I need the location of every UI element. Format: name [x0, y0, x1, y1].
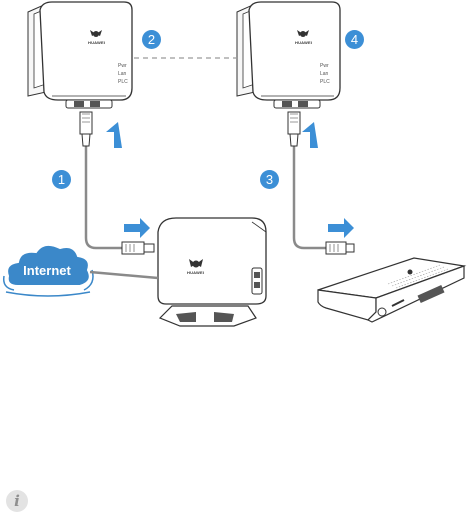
- led-label-power: Pwr: [118, 63, 127, 69]
- led-label-lan: Lan: [320, 71, 329, 77]
- led-labels-right-adapter: Pwr Lan PLC: [320, 62, 330, 86]
- ethernet-cable-right: [287, 111, 355, 255]
- huawei-logo-icon: [90, 30, 102, 37]
- set-top-box: [317, 257, 467, 323]
- led-label-power: Pwr: [320, 63, 329, 69]
- huawei-logo-icon: [189, 259, 203, 268]
- arrow-right-right-icon: [328, 218, 354, 238]
- powerline-adapter-right: [236, 1, 341, 109]
- router-device: [157, 217, 267, 327]
- arrow-right-left-icon: [124, 218, 150, 238]
- info-icon: i: [6, 490, 28, 512]
- internet-label: Internet: [23, 263, 71, 278]
- ethernet-cable-left: [79, 111, 155, 255]
- huawei-logo-icon: [297, 30, 309, 37]
- led-label-plc: PLC: [320, 79, 330, 85]
- step-badge-3: 3: [260, 170, 279, 189]
- brand-label-router: HUAWEI: [187, 270, 205, 275]
- led-label-lan: Lan: [118, 71, 127, 77]
- step-badge-2: 2: [142, 30, 161, 49]
- internet-link: [89, 270, 159, 280]
- arrow-up-right-icon: [302, 122, 318, 148]
- led-labels-left-adapter: Pwr Lan PLC: [118, 62, 128, 86]
- brand-label-right-adapter: HUAWEI: [295, 40, 313, 45]
- brand-label-left-adapter: HUAWEI: [88, 40, 106, 45]
- arrow-up-left-icon: [106, 122, 122, 148]
- step-badge-1: 1: [52, 170, 71, 189]
- led-label-plc: PLC: [118, 79, 128, 85]
- step-badge-4: 4: [345, 30, 364, 49]
- powerline-adapter-left: [27, 1, 133, 109]
